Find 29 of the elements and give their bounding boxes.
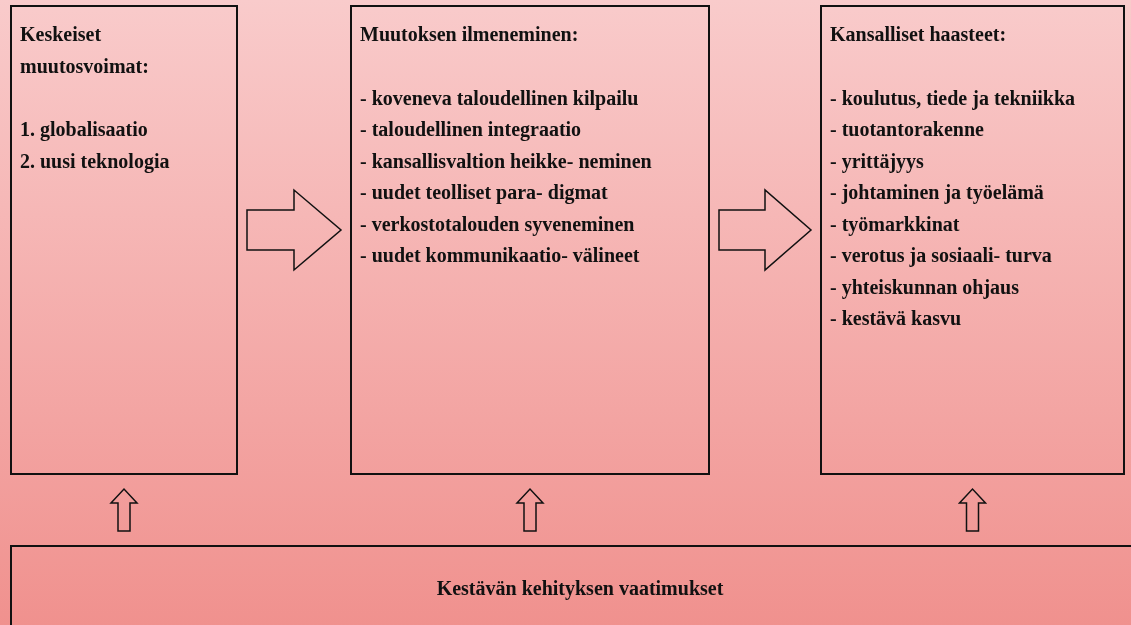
- block-arrow: [718, 188, 813, 272]
- list-item: - yrittäjyys: [830, 148, 925, 175]
- list-item: - verkostotalouden syveneminen: [360, 211, 636, 238]
- box-label: Kestävän kehityksen vaatimukset: [436, 576, 724, 602]
- list-item: 2. uusi teknologia: [20, 148, 171, 175]
- block-arrow: [246, 188, 343, 272]
- box-heading: Kansalliset haasteet:: [830, 22, 1008, 47]
- list-item: - koveneva taloudellinen kilpailu: [360, 85, 640, 112]
- list-item: - työmarkkinat: [830, 211, 961, 238]
- list-item: - verotus ja sosiaali- turva: [830, 243, 1053, 269]
- list-item: - koulutus, tiede ja tekniikka: [830, 85, 1077, 112]
- list-item: - taloudellinen integraatio: [360, 117, 583, 143]
- list-item: 1. globalisaatio: [20, 117, 149, 143]
- box-heading: Keskeiset muutosvoimat:: [20, 22, 150, 79]
- list-item: - kansallisvaltion heikke- neminen: [360, 148, 653, 174]
- block-arrow: [109, 487, 139, 532]
- content-box: [10, 5, 238, 475]
- band-box: [10, 545, 1131, 625]
- block-arrow: [515, 487, 545, 532]
- list-item: - tuotantorakenne: [830, 117, 985, 142]
- list-item: - johtaminen ja työelämä: [830, 180, 1045, 206]
- list-item: - kestävä kasvu: [830, 306, 963, 331]
- content-box: [350, 5, 710, 475]
- content-box: [820, 5, 1125, 475]
- list-item: - yhteiskunnan ohjaus: [830, 274, 1020, 301]
- list-item: - uudet kommunikaatio- välineet: [360, 243, 641, 268]
- block-arrow: [957, 487, 988, 532]
- box-heading: Muutoksen ilmeneminen:: [360, 22, 580, 47]
- list-item: - uudet teolliset para- digmat: [360, 180, 609, 206]
